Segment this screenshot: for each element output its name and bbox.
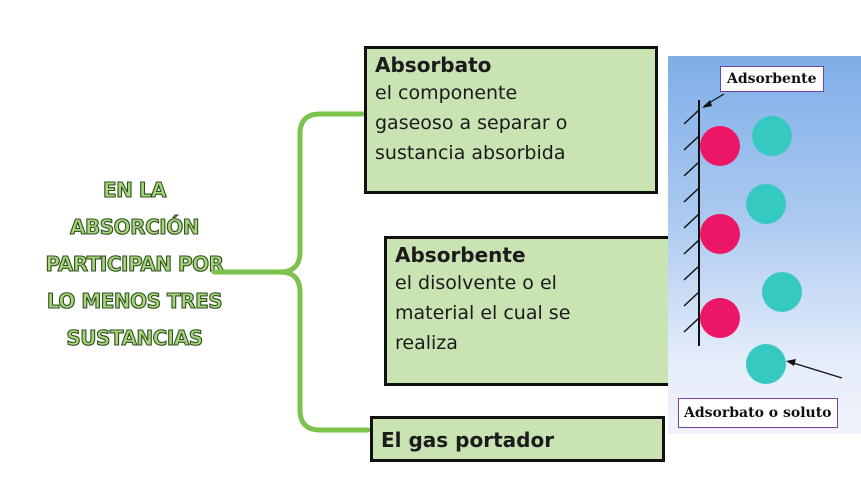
gas-portador-box: El gas portador — [370, 416, 665, 462]
absorbato-line: el componente — [375, 82, 518, 104]
main-title-line: LO MENOS TRES — [46, 288, 223, 313]
gas-portador-title: El gas portador — [381, 428, 555, 452]
main-title-line: PARTICIPAN POR — [45, 251, 225, 276]
adsorbente-label: Adsorbente — [720, 66, 824, 92]
adsorbato-label: Adsorbato o soluto — [678, 398, 838, 428]
absorbente-line: el disolvente o el — [395, 272, 557, 294]
absorbente-line: material el cual se — [395, 302, 571, 324]
particle-red — [700, 126, 740, 166]
particle-teal — [746, 344, 786, 384]
main-title: EN LA ABSORCIÓN PARTICIPAN POR LO MENOS … — [22, 172, 247, 357]
absorbato-line: sustancia absorbida — [375, 142, 566, 164]
main-title-line: SUSTANCIAS — [66, 325, 204, 350]
absorbato-line: gaseoso a separar o — [375, 112, 568, 134]
particle-teal — [746, 184, 786, 224]
curly-brace-path — [211, 111, 371, 433]
main-title-line: EN LA — [102, 177, 167, 202]
particle-teal — [752, 116, 792, 156]
absorbente-title: Absorbente — [395, 243, 526, 267]
absorbente-box: Absorbente el disolvente o el material e… — [384, 236, 682, 386]
particle-teal — [762, 272, 802, 312]
absorbato-title: Absorbato — [375, 53, 492, 77]
absorbato-box: Absorbato el componente gaseoso a separa… — [364, 46, 658, 194]
particle-red — [700, 214, 740, 254]
main-title-line: ABSORCIÓN — [69, 214, 199, 239]
absorbente-line: realiza — [395, 332, 458, 354]
particle-red — [700, 298, 740, 338]
